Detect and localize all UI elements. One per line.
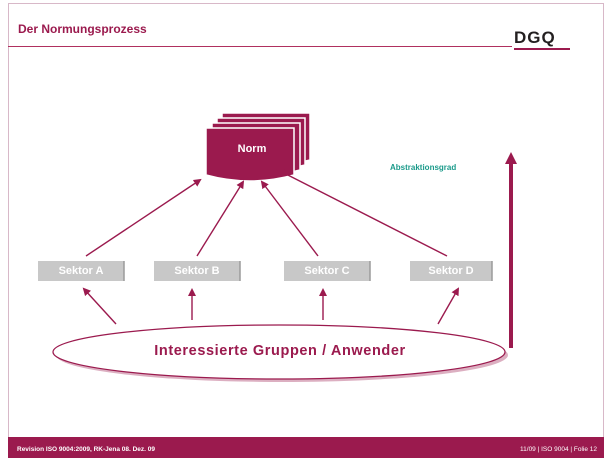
footer-left-text: Revision ISO 9004:2009, RK-Jena 08. Dez.… xyxy=(17,446,156,453)
sector-b-box xyxy=(154,261,240,281)
title-divider xyxy=(8,46,512,47)
arrow-a-to-norm xyxy=(85,178,202,257)
arrow-c-to-norm xyxy=(260,180,319,257)
arrow-groups-to-a xyxy=(82,287,117,325)
sector-b-label: Sektor B xyxy=(174,265,220,277)
logo-underline xyxy=(514,48,570,50)
sector-to-norm-arrows xyxy=(85,169,448,257)
dgq-logo: DGQ xyxy=(514,28,556,47)
slide-title: Der Normungsprozess xyxy=(18,22,147,36)
groups-label: Interessierte Gruppen / Anwender xyxy=(154,343,406,359)
sector-a-label: Sektor A xyxy=(58,265,104,277)
sector-d-label: Sektor D xyxy=(428,265,474,277)
norm-document-stack xyxy=(205,112,311,182)
sector-c-label: Sektor C xyxy=(304,265,350,277)
abstraction-label: Abstraktionsgrad xyxy=(390,163,457,172)
footer-right-text: 11/09 | ISO 9004 | Folie 12 xyxy=(520,446,597,453)
norm-label: Norm xyxy=(237,143,267,155)
sector-d-box xyxy=(410,261,492,281)
footer-bar xyxy=(8,437,604,458)
arrow-d-to-norm xyxy=(276,169,448,257)
arrow-groups-to-d xyxy=(437,287,459,325)
sector-a-box xyxy=(38,261,124,281)
slide-frame xyxy=(8,3,604,458)
groups-ellipse xyxy=(52,324,506,380)
sector-c-box xyxy=(284,261,370,281)
groups-to-sector-arrows xyxy=(82,287,459,325)
arrow-b-to-norm xyxy=(196,180,245,257)
sector-boxes xyxy=(38,261,493,281)
